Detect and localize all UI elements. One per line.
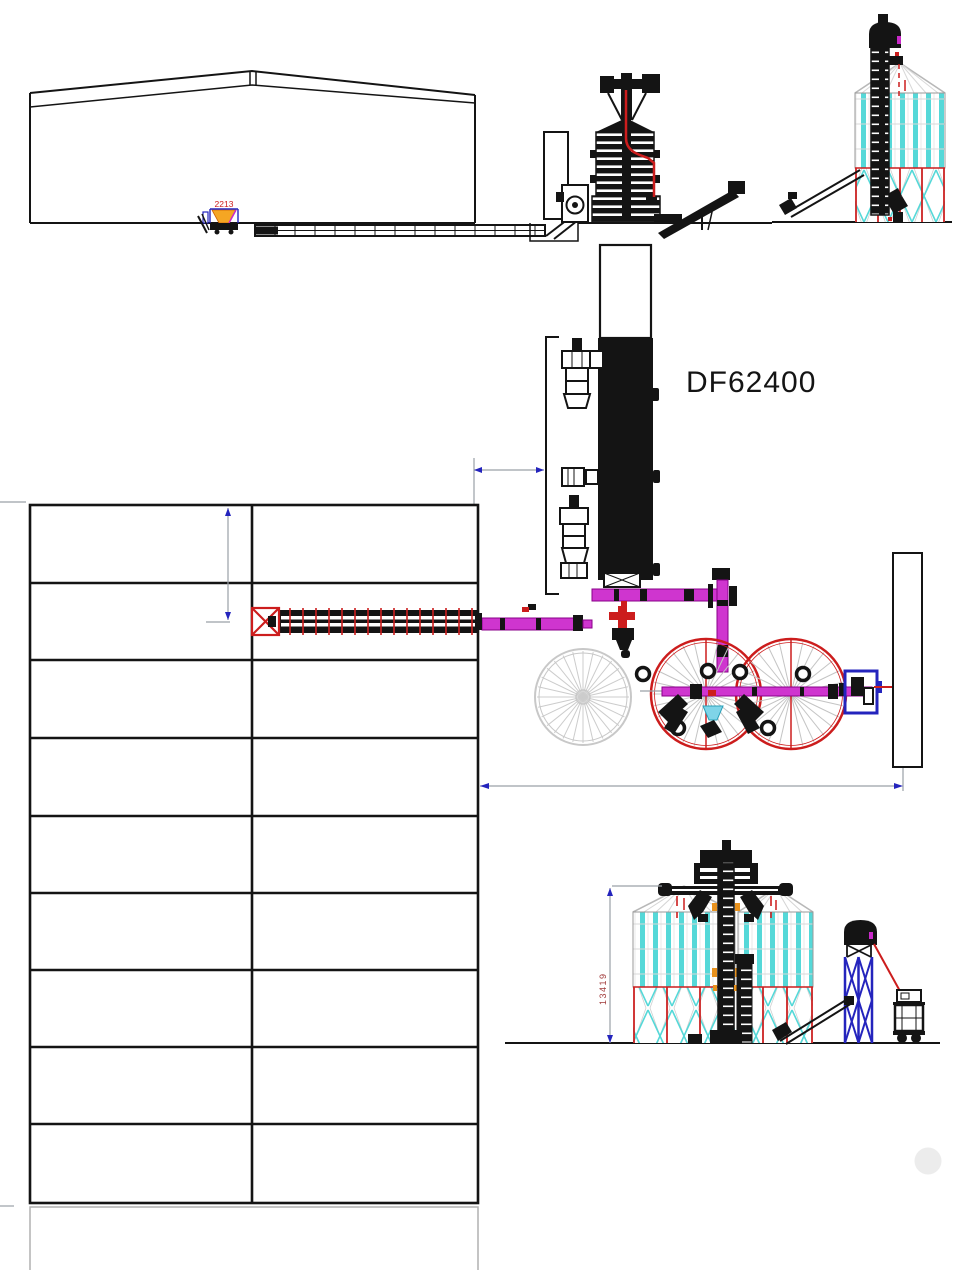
silo-elevation-topright — [772, 14, 952, 223]
dryer-model-label: DF62400 — [686, 366, 816, 399]
bucket-elevator-topright — [869, 14, 903, 216]
intake-width-dim-text: 2213 — [215, 199, 234, 209]
plan-wall-rect — [892, 552, 923, 768]
dryer-discharge-conveyor — [658, 190, 739, 239]
plan-drag-conveyor — [250, 606, 482, 637]
warehouse-plan-grid — [0, 501, 482, 1270]
intake-width-dimension: 2213 — [209, 199, 239, 223]
silo-height-dim-text: 13419 — [598, 972, 608, 1005]
intake-hopper: 2213 — [197, 199, 239, 235]
dryer-plan — [545, 243, 660, 595]
plan-dim-overall — [480, 768, 904, 791]
silo-plan-wheels — [534, 637, 912, 751]
dryer-elevation — [543, 73, 772, 239]
central-bucket-elevator — [658, 840, 793, 1044]
watermark-dot — [914, 1147, 942, 1175]
plan-junction — [609, 601, 635, 658]
silo-fill-conveyor-topright — [779, 169, 865, 218]
truck — [893, 989, 925, 1043]
unload-tower — [772, 920, 907, 1045]
silo-farm-elevation: 13419 — [505, 840, 940, 1045]
plan-conveyors — [481, 568, 737, 673]
plan-distributor — [658, 690, 764, 738]
plan-elevator-b — [559, 495, 590, 579]
plan-side-spout — [561, 467, 599, 487]
plan-elevator-a — [561, 338, 604, 409]
plan-dim-offset — [473, 458, 544, 506]
intake-conveyor — [254, 212, 583, 242]
ghost-silo-plan — [534, 648, 632, 746]
warehouse-elevation — [29, 69, 476, 224]
silo-height-dimension: 13419 — [598, 885, 662, 1043]
plan-dim-bay — [206, 508, 231, 623]
